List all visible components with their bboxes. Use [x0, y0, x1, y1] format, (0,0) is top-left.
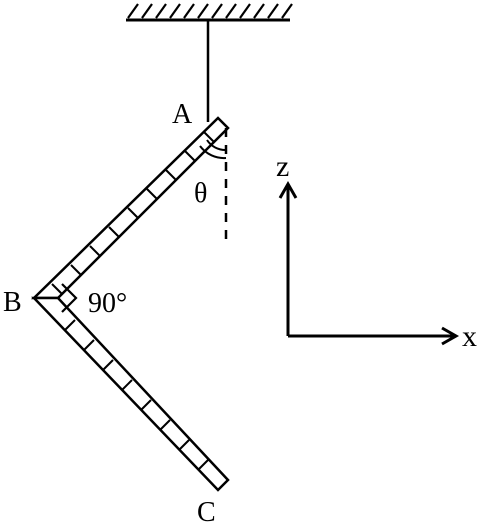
label-point-c: C: [197, 497, 216, 523]
label-axis-x: x: [462, 320, 477, 353]
z-axis-arrowhead: [278, 180, 298, 199]
label-axis-z: z: [276, 150, 289, 183]
theta-angle-arc: [199, 139, 227, 160]
coordinate-axes: [278, 180, 460, 346]
label-point-b: B: [3, 287, 22, 318]
right-angle-marker: [61, 283, 78, 313]
rod-ab-hatching: [51, 131, 215, 295]
ceiling-support: [126, 3, 293, 22]
label-theta: θ: [194, 178, 207, 209]
label-right-angle: 90°: [88, 288, 127, 319]
ceiling-hatching: [127, 3, 293, 19]
x-axis-arrowhead: [441, 326, 460, 346]
rod-segment-bc: [31, 296, 230, 492]
rod-bc-hatching: [64, 319, 209, 471]
label-point-a: A: [172, 99, 193, 130]
